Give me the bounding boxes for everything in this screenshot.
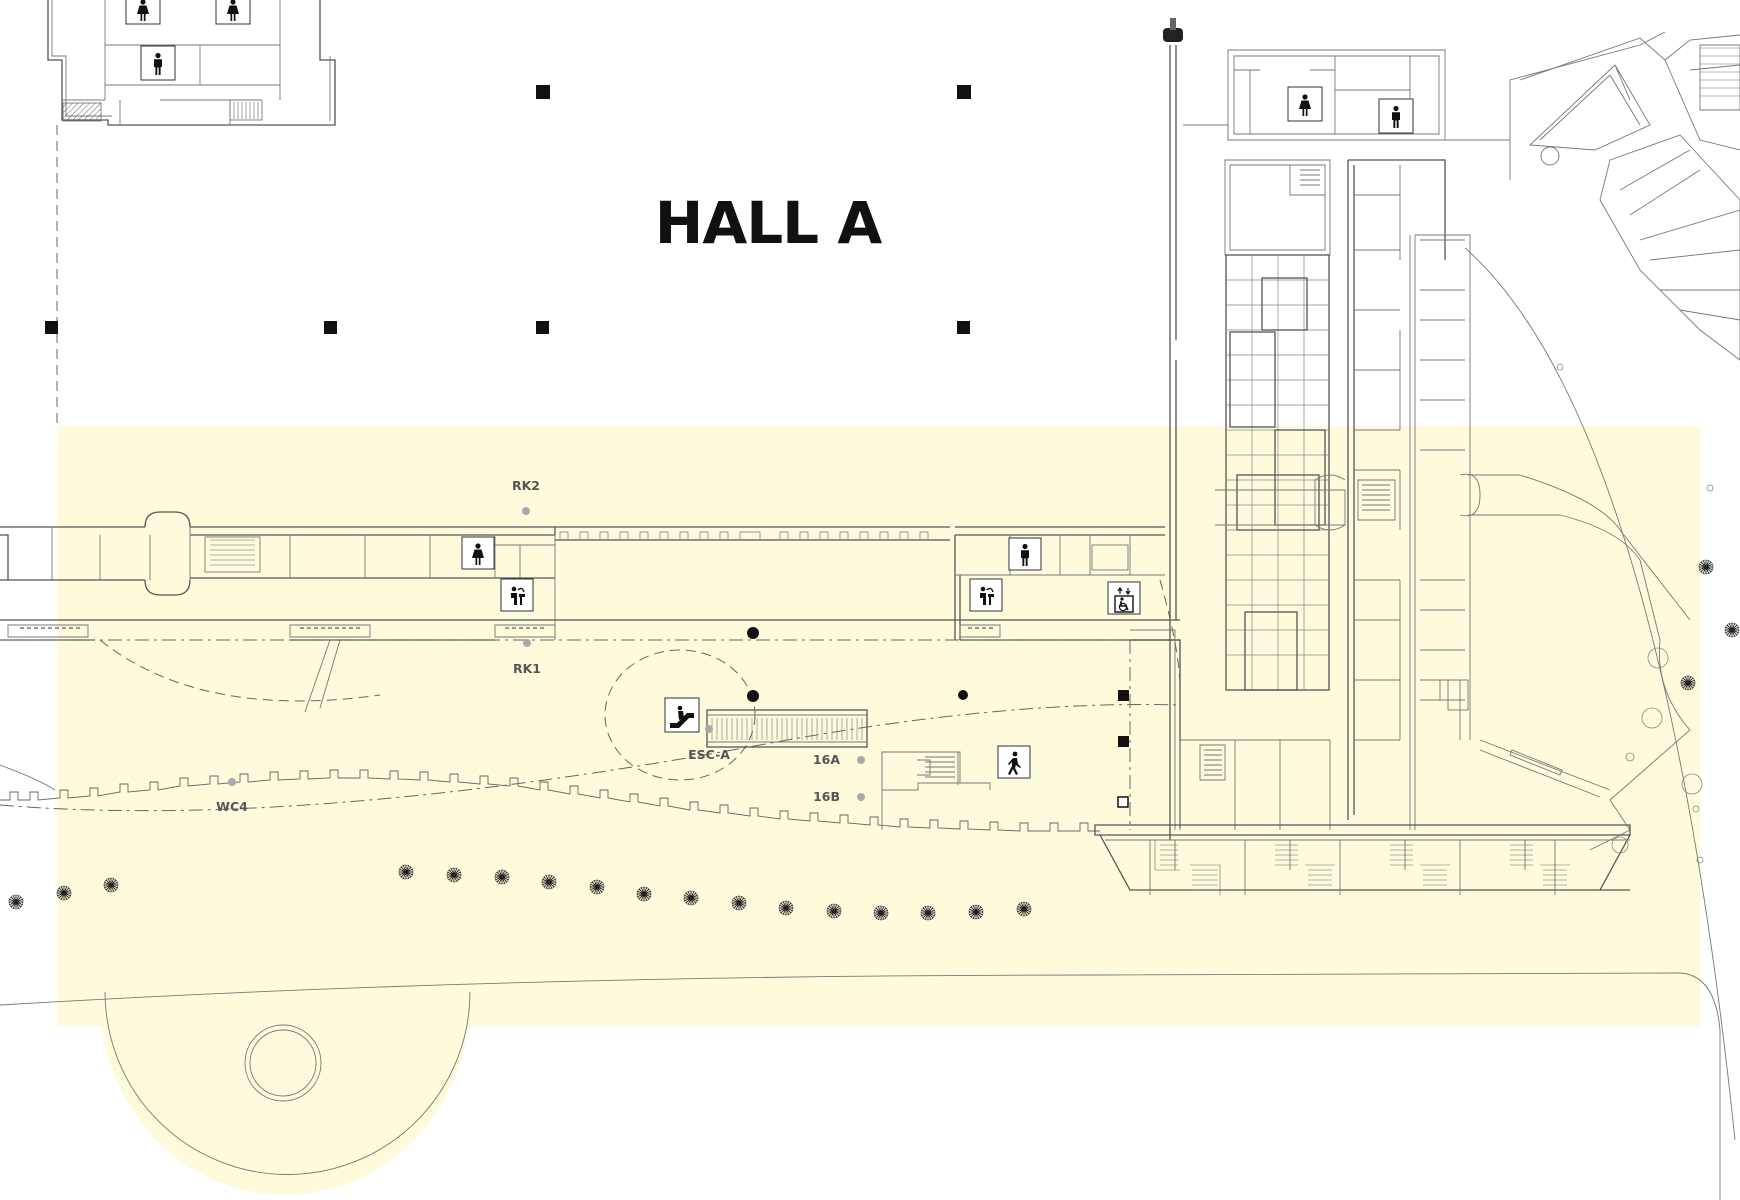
hall-columns: [45, 85, 971, 334]
tree-icon: [1698, 559, 1714, 575]
tree-icon: [873, 905, 889, 921]
poi-label-rk2[interactable]: RK2: [512, 478, 540, 493]
tree-icon: [56, 885, 72, 901]
tree-icon: [103, 877, 119, 893]
poi-label-16b[interactable]: 16B: [813, 789, 840, 804]
tree-icon: [1680, 675, 1696, 691]
womens-restroom-icon: [461, 536, 495, 570]
tree-icon: [968, 904, 984, 920]
corridor-columns: [747, 627, 1129, 808]
stairs-icon: [997, 745, 1031, 779]
terrain-lines: [0, 247, 1736, 1200]
building-top-left: [47, 0, 336, 426]
stair-structure: [881, 751, 991, 830]
tree-icon: [398, 864, 414, 880]
poi-marker-esc-a: [705, 725, 713, 733]
tree-icon: [920, 905, 936, 921]
poi-marker-rk1: [523, 639, 531, 647]
poi-marker-16b: [857, 793, 865, 801]
tree-icon: [494, 869, 510, 885]
tree-icon: [731, 895, 747, 911]
poi-marker-rk2: [522, 507, 530, 515]
south-block: [1094, 739, 1631, 895]
tree-icon: [1016, 901, 1032, 917]
northeast-building: [1509, 31, 1740, 361]
mens-restroom-icon: [1378, 98, 1414, 134]
tree-icon: [589, 879, 605, 895]
womens-restroom-icon: [125, 0, 161, 25]
poi-label-esc-a[interactable]: ESC-A: [688, 747, 730, 762]
facade-lines: [0, 769, 1100, 832]
poi-marker-16a: [857, 756, 865, 764]
poi-marker-wc4: [228, 778, 236, 786]
tree-icon: [446, 867, 462, 883]
tree-icon: [636, 886, 652, 902]
corridor-building: [0, 511, 1181, 830]
tree-icon: [541, 874, 557, 890]
poi-label-rk1[interactable]: RK1: [513, 661, 541, 676]
hall-title: HALL A: [655, 189, 883, 257]
womens-restroom-icon: [215, 0, 251, 25]
highlight-zone: [57, 426, 1700, 1195]
poi-label-wc4[interactable]: WC4: [216, 799, 248, 814]
mens-restroom-icon: [140, 45, 176, 81]
escalator-icon: [664, 697, 700, 733]
tree-icon: [778, 900, 794, 916]
womens-restroom-icon: [1287, 86, 1323, 122]
poi-markers: [228, 507, 865, 801]
poi-label-16a[interactable]: 16A: [813, 752, 840, 767]
drinking-fountain-icon: [969, 578, 1003, 612]
tree-icon: [8, 894, 24, 910]
tree-icon: [683, 890, 699, 906]
tree-icon: [826, 903, 842, 919]
east-wing-building: [1163, 18, 1691, 851]
tree-icon: [1724, 622, 1740, 638]
mens-restroom-icon: [1008, 537, 1042, 571]
site-fixtures: [1556, 363, 1714, 864]
accessible-elevator-icon: [1107, 581, 1141, 615]
drinking-fountain-icon: [500, 578, 534, 612]
